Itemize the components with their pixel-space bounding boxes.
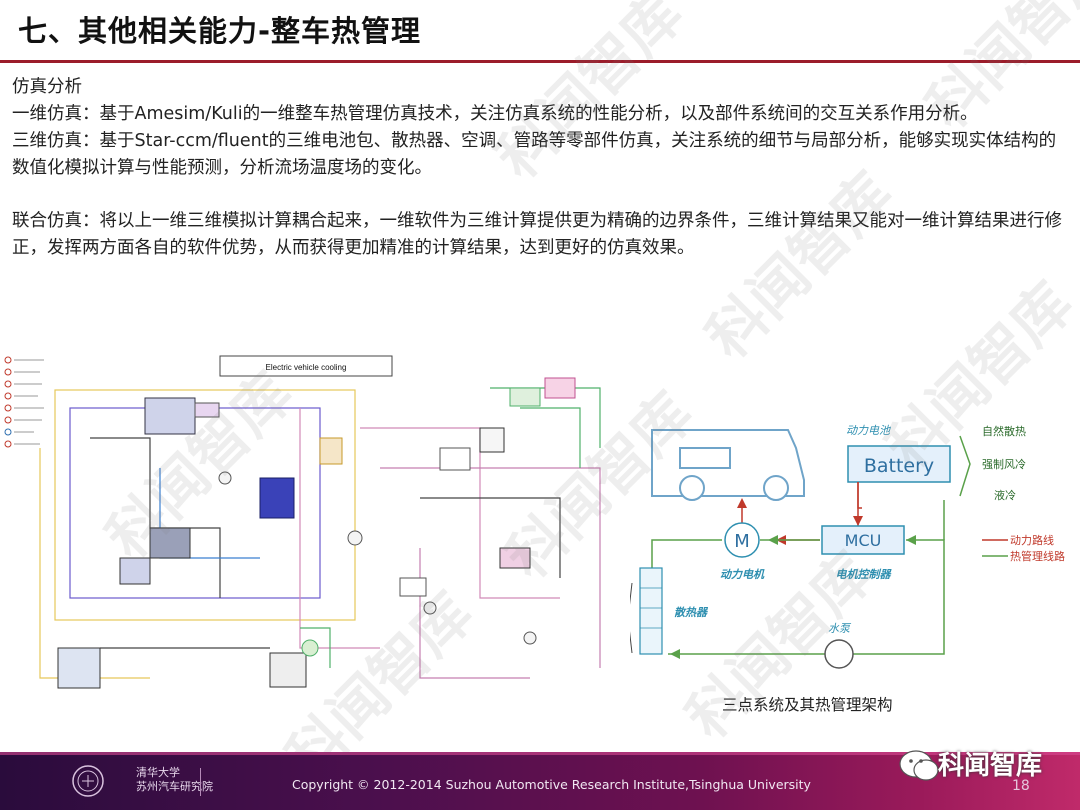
schematic-title: Electric vehicle cooling (266, 363, 347, 372)
title-divider (0, 60, 1080, 63)
cooling-forced-air: 强制风冷 (982, 458, 1026, 471)
pump-caption: 水泵 (828, 622, 852, 635)
vehicle-icon (651, 429, 805, 501)
tsinghua-logo-icon (72, 765, 104, 797)
legend-power-line: 动力路线 (1010, 533, 1054, 547)
schematic-legend (4, 356, 44, 448)
battery-caption: 动力电池 (846, 424, 891, 437)
footer-logo-line1: 清华大学 (136, 766, 180, 779)
cooling-liquid: 液冷 (994, 488, 1016, 502)
page-number: 18 (1012, 778, 1030, 794)
paragraph-co-simulation: 联合仿真：将以上一维三维模拟计算耦合起来，一维软件为三维计算提供更为精确的边界条… (12, 211, 1062, 258)
footer-highlight (0, 752, 1080, 755)
schematic-components (57, 377, 576, 689)
ev-cooling-schematic: Electric vehicle cooling (0, 348, 628, 700)
paragraph-1d-simulation: 一维仿真：基于Amesim/Kuli的一维整车热管理仿真技术，关注仿真系统的性能… (12, 104, 978, 124)
slide-body: 仿真分析 一维仿真：基于Amesim/Kuli的一维整车热管理仿真技术，关注仿真… (12, 74, 1070, 262)
footer-logo-text: 清华大学 苏州汽车研究院 (136, 766, 213, 794)
paragraph-gap (12, 182, 1070, 208)
legend-thermal-line: 热管理线路 (1010, 549, 1065, 563)
pump-icon (824, 639, 854, 669)
footer-copyright: Copyright © 2012-2014 Suzhou Automotive … (292, 777, 811, 792)
thermal-architecture-diagram: 动力电池 Battery 自然散热 强制风冷 液冷 MCU 电机控制器 M 动力… (630, 424, 1065, 669)
mcu-label: MCU (845, 531, 882, 550)
thermal-lines (651, 500, 945, 655)
slide-title: 七、其他相关能力-整车热管理 (18, 14, 422, 48)
architecture-caption: 三点系统及其热管理架构 (722, 696, 893, 714)
battery-box (847, 445, 951, 483)
paragraph-3d-simulation: 三维仿真：基于Star-ccm/fluent的三维电池包、散热器、空调、管路等零… (12, 131, 1057, 178)
footer-separator (200, 768, 201, 796)
wechat-icon (899, 750, 939, 781)
watermark-badge-text: 科闻智库 (938, 751, 1043, 781)
section-heading: 仿真分析 (12, 77, 82, 97)
motor-icon (724, 522, 760, 558)
mcu-caption: 电机控制器 (836, 568, 893, 581)
mcu-box (821, 525, 905, 555)
cooling-natural: 自然散热 (982, 424, 1026, 438)
radiator-icon (639, 567, 663, 655)
footer-logo-line2: 苏州汽车研究院 (136, 780, 213, 793)
radiator-caption: 散热器 (674, 606, 709, 619)
motor-caption: 动力电机 (720, 568, 765, 581)
motor-label: M (734, 531, 750, 552)
battery-label: Battery (864, 455, 934, 477)
